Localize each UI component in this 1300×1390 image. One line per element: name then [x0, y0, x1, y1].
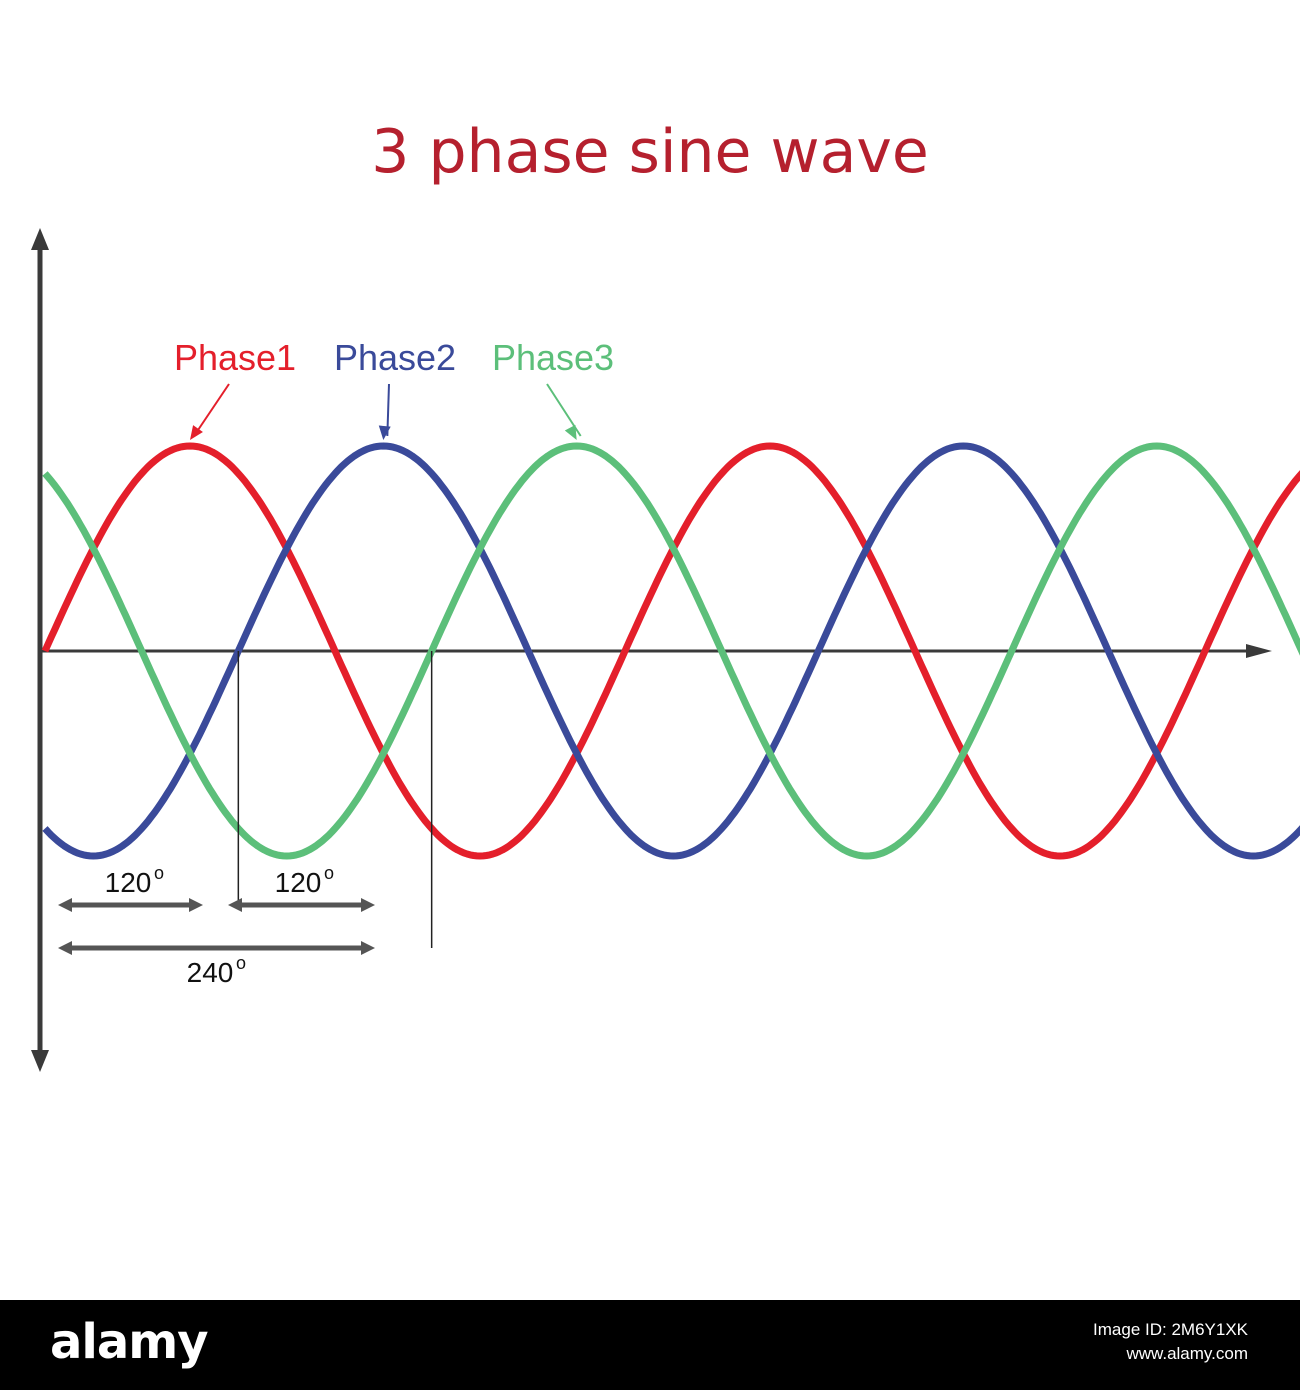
chart-title: 3 phase sine wave	[371, 117, 929, 187]
series-line-2	[42, 442, 1300, 860]
angle-label-total: 240	[187, 957, 234, 988]
series-label-3: Phase3	[492, 337, 614, 378]
dim-arrow-second-head-left	[228, 898, 242, 912]
footer-bar: alamy Image ID: 2M6Y1XK www.alamy.com	[0, 1300, 1300, 1390]
x-axis-arrow	[1246, 644, 1272, 658]
y-axis-arrow-up	[31, 228, 49, 250]
image-id: Image ID: 2M6Y1XK	[1093, 1320, 1248, 1339]
dim-arrow-total-head-right	[361, 941, 375, 955]
dim-arrow-total-head-left	[58, 941, 72, 955]
series-pointer-1	[193, 383, 230, 437]
series-label-1: Phase1	[174, 337, 296, 378]
angle-label-first-degree: o	[154, 863, 164, 883]
waves	[41, 442, 1300, 860]
dim-arrow-first-head-left	[58, 898, 72, 912]
y-axis-arrow-down	[31, 1050, 49, 1072]
brand-logo: alamy	[50, 1314, 209, 1370]
angle-label-first: 120	[105, 867, 152, 898]
dim-arrow-first-head-right	[189, 898, 203, 912]
angle-label-second-degree: o	[324, 863, 334, 883]
series-labels: Phase1 Phase2 Phase3	[174, 337, 614, 440]
angle-label-total-degree: o	[236, 953, 246, 973]
series-pointer-head-1	[190, 425, 203, 440]
series-pointer-head-2	[378, 425, 391, 440]
dim-arrow-second-head-right	[361, 898, 375, 912]
series-pointer-head-3	[564, 424, 577, 440]
series-label-2: Phase2	[334, 337, 456, 378]
series-line-3	[42, 442, 1300, 860]
site-url: www.alamy.com	[1126, 1344, 1248, 1363]
axes	[31, 228, 1272, 1072]
chart: 3 phase sine wave Phase1 Phase2 Phase3 120…	[31, 117, 1300, 1072]
angle-label-second: 120	[275, 867, 322, 898]
